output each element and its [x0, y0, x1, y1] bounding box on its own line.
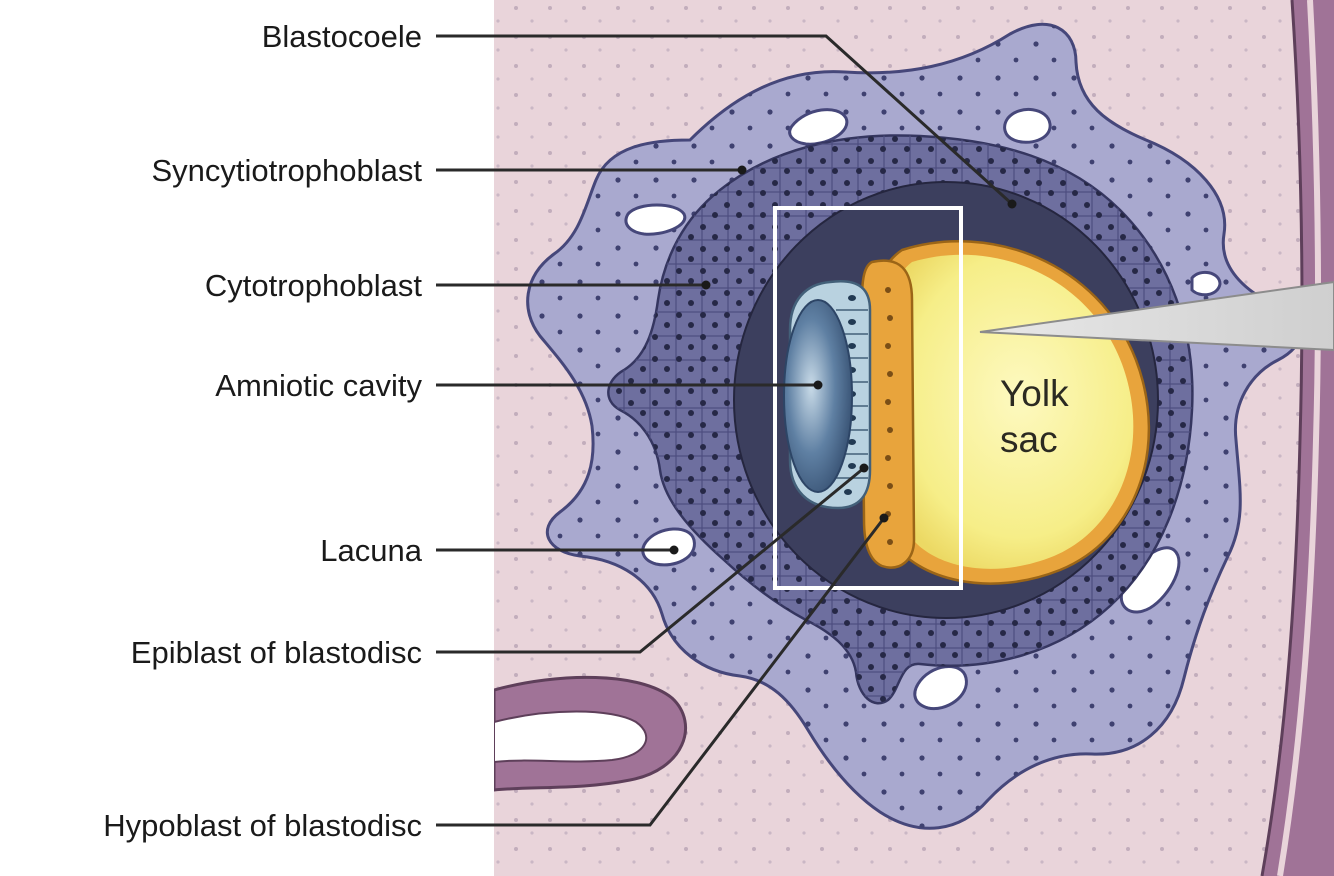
label-amniotic-cavity: Amniotic cavity — [215, 368, 422, 403]
leader-line-blastocoele — [436, 34, 1014, 206]
lacuna — [1003, 108, 1052, 144]
leader-lines — [436, 34, 1014, 827]
leader-dots — [669, 165, 1017, 555]
amniotic-cavity — [783, 299, 853, 493]
yolk-sac-label-line1: Yolk — [1000, 373, 1069, 414]
uterine-gland-bottom-left — [494, 675, 688, 792]
zoom-callout — [979, 280, 1334, 352]
leader-line-epiblast — [436, 466, 865, 654]
label-syncytiotrophoblast: Syncytiotrophoblast — [151, 153, 422, 188]
label-hypoblast: Hypoblast of blastodisc — [103, 808, 422, 843]
labels: Blastocoele Syncytiotrophoblast Cytotrop… — [103, 19, 423, 843]
lacuna — [1190, 270, 1222, 297]
label-blastocoele: Blastocoele — [262, 19, 422, 54]
lacuna — [788, 108, 849, 146]
lacuna — [624, 203, 687, 236]
yolk-sac-label-line2: sac — [1000, 419, 1058, 460]
leader-line-hypoblast — [436, 517, 886, 827]
uterine-gland-right — [1260, 0, 1334, 876]
inset-frame — [773, 206, 963, 590]
label-epiblast: Epiblast of blastodisc — [131, 635, 422, 670]
label-lacuna: Lacuna — [320, 533, 422, 568]
lacuna — [641, 527, 696, 567]
lacuna — [913, 665, 968, 711]
label-cytotrophoblast: Cytotrophoblast — [205, 268, 423, 303]
